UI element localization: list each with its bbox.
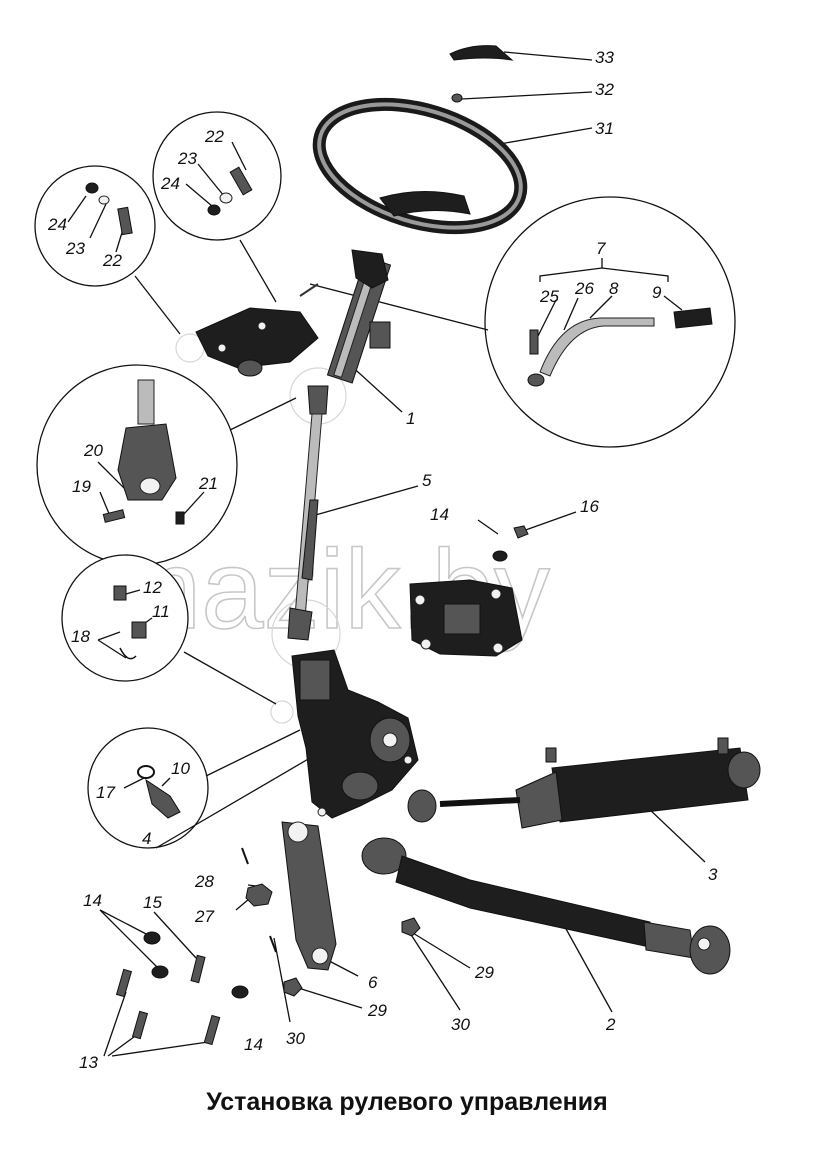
- label-20: 20: [83, 441, 103, 460]
- diagram-caption: Установка рулевого управления: [206, 1088, 608, 1116]
- callout-upper-cardan-parts: [102, 379, 185, 525]
- bolt-13-top: [115, 968, 133, 998]
- steering-wheel: [312, 97, 528, 235]
- label-4: 4: [142, 829, 151, 848]
- label-12: 12: [143, 578, 162, 597]
- callout-lower-cardan: [61, 554, 189, 682]
- highlight-ring-valve: [270, 700, 294, 724]
- callout-lower-cardan-parts: [113, 585, 147, 660]
- part-number-labels: 33 32 31 7 25 26 8 9 22 23 24 24 23 22 1…: [47, 48, 718, 1072]
- label-24-left: 24: [47, 215, 67, 234]
- washer-14-bottom: [231, 985, 249, 999]
- label-18: 18: [71, 627, 90, 646]
- label-30-left: 30: [286, 1029, 305, 1048]
- power-cylinder: [407, 737, 761, 829]
- label-29-left: 29: [367, 1001, 387, 1020]
- intermediate-shaft: [287, 385, 329, 641]
- label-14-top: 14: [83, 891, 102, 910]
- label-29-right: 29: [474, 963, 494, 982]
- label-13: 13: [79, 1053, 98, 1072]
- gear-mounting-plate: [409, 579, 523, 657]
- label-2: 2: [605, 1015, 616, 1034]
- callout-22-24-left-parts: [85, 182, 133, 236]
- label-7: 7: [596, 239, 606, 258]
- label-9: 9: [652, 283, 662, 302]
- label-6: 6: [368, 973, 378, 992]
- label-32: 32: [595, 80, 614, 99]
- label-8: 8: [609, 279, 619, 298]
- label-14-plate: 14: [430, 505, 449, 524]
- nut-16: [513, 525, 529, 539]
- leader-lines: [67, 51, 706, 1057]
- label-27: 27: [194, 907, 214, 926]
- washer-14-mid: [151, 965, 169, 979]
- steering-gear: [291, 649, 419, 819]
- label-17: 17: [96, 783, 115, 802]
- label-21: 21: [198, 474, 218, 493]
- steering-wheel-nut: [451, 93, 463, 103]
- bolt-15: [190, 954, 206, 984]
- castle-nut-27: [245, 883, 273, 907]
- label-3: 3: [708, 865, 718, 884]
- callout-bracket-bolts-right: [152, 111, 282, 241]
- steering-wheel-cap: [449, 45, 514, 61]
- label-11: 11: [152, 602, 170, 621]
- label-23-left: 23: [65, 239, 85, 258]
- label-30-right: 30: [451, 1015, 470, 1034]
- pitman-arm: [281, 821, 337, 971]
- castle-nut-29-left: [283, 977, 303, 997]
- label-26: 26: [574, 279, 594, 298]
- cotter-pin-30-left: [269, 935, 277, 953]
- washer-14-top: [143, 931, 161, 945]
- label-23-right: 23: [177, 149, 197, 168]
- label-19: 19: [72, 477, 91, 496]
- label-10: 10: [171, 759, 190, 778]
- bolt-13-mid: [131, 1010, 149, 1040]
- label-25: 25: [539, 287, 559, 306]
- label-31: 31: [595, 119, 614, 138]
- label-28: 28: [194, 872, 214, 891]
- steering-column: [299, 249, 392, 384]
- tie-rod: [361, 837, 731, 975]
- cotter-pin-28: [241, 847, 249, 865]
- washer-14-plate: [492, 550, 508, 562]
- callout-7-lever-parts: [527, 307, 713, 387]
- label-22-left: 22: [102, 251, 122, 270]
- label-1: 1: [406, 409, 415, 428]
- label-14-bottom: 14: [244, 1035, 263, 1054]
- column-bracket: [195, 307, 319, 377]
- label-15: 15: [143, 893, 162, 912]
- castle-nut-29-right: [401, 917, 421, 937]
- callout-valve-parts: [137, 765, 181, 819]
- label-5: 5: [422, 471, 432, 490]
- callout-22-24-right-parts: [207, 166, 253, 216]
- label-22-right: 22: [204, 127, 224, 146]
- label-16: 16: [580, 497, 599, 516]
- label-33: 33: [595, 48, 614, 67]
- label-24-right: 24: [160, 174, 180, 193]
- bolt-13-bottom: [203, 1014, 221, 1046]
